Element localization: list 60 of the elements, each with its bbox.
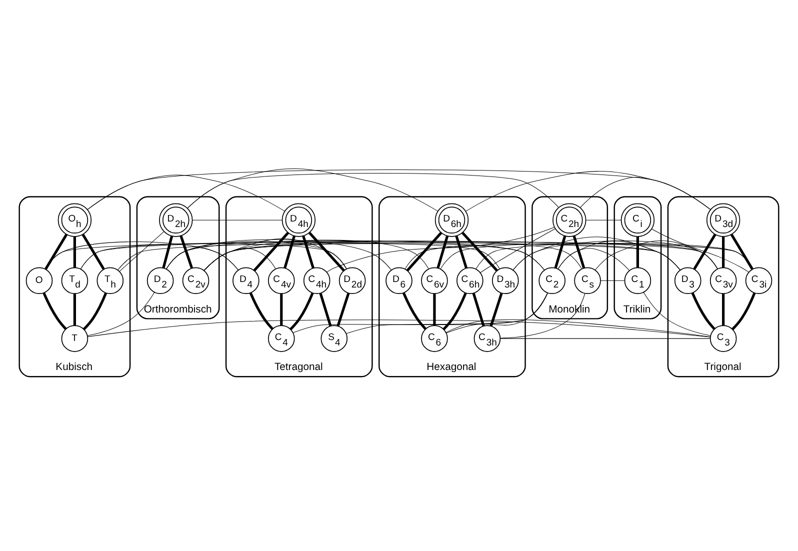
- connector: [446, 318, 711, 337]
- connector: [162, 235, 174, 268]
- connector: [572, 235, 586, 268]
- connector: [512, 240, 718, 270]
- connector: [490, 292, 503, 326]
- connector: [554, 235, 566, 268]
- connector: [118, 241, 754, 270]
- connector: [82, 233, 105, 270]
- connector: [80, 240, 718, 269]
- node-circle: O: [26, 266, 53, 294]
- connector: [166, 240, 545, 270]
- connector: [204, 240, 582, 270]
- connector: [480, 228, 556, 272]
- connector: [87, 292, 155, 336]
- connector: [693, 233, 716, 270]
- connector: [166, 238, 392, 270]
- connector: [44, 233, 68, 270]
- connector: [730, 233, 754, 270]
- connector: [406, 231, 442, 271]
- connector: [180, 234, 193, 268]
- connector: [308, 231, 345, 271]
- connector: [436, 235, 449, 268]
- connector: [119, 230, 164, 272]
- connector: [346, 292, 548, 334]
- connector: [73, 236, 76, 267]
- connector: [472, 292, 485, 326]
- connector: [82, 292, 108, 330]
- connector: [88, 319, 711, 337]
- connector: [336, 292, 350, 326]
- connector: [691, 292, 716, 330]
- node-circle: T: [61, 324, 88, 352]
- connector: [433, 293, 436, 326]
- connector: [586, 219, 622, 220]
- connector: [293, 292, 548, 332]
- connector: [192, 219, 282, 220]
- connector: [466, 170, 711, 211]
- connector: [643, 292, 711, 336]
- connector: [402, 292, 426, 330]
- connector: [253, 231, 289, 271]
- connector: [455, 235, 468, 268]
- connector: [319, 292, 332, 326]
- connector: [284, 235, 296, 268]
- connector: [326, 226, 555, 272]
- connector: [652, 228, 750, 272]
- connector: [446, 292, 548, 333]
- connector: [280, 293, 283, 326]
- connector: [732, 292, 756, 330]
- connector: [290, 292, 314, 330]
- connector: [302, 235, 314, 268]
- connector: [462, 231, 498, 271]
- connector: [442, 292, 467, 330]
- connector: [187, 168, 438, 211]
- connector: [636, 236, 639, 267]
- connector: [42, 292, 67, 330]
- connector: [722, 236, 725, 267]
- connector: [249, 292, 274, 330]
- connector: [476, 242, 754, 269]
- connector: [500, 292, 586, 338]
- connector: [73, 293, 76, 326]
- connector: [722, 293, 725, 326]
